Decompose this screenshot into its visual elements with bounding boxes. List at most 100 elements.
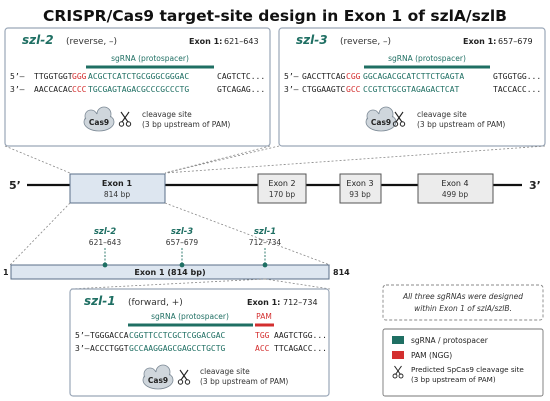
zoom-connectors (9, 202, 331, 266)
exon-2-box (257, 173, 307, 204)
szl-2-top-prefix: 5’– (10, 72, 25, 81)
szl-1-top-flank-right: AAGTCTGG... (274, 331, 327, 340)
szl-2-cas9-cloud: Cas9 (83, 106, 115, 132)
szl-3-name: szl-3 (296, 33, 328, 47)
szl-3-orientation: (reverse, –) (340, 37, 391, 47)
szl-1-range: 712–734 (283, 298, 318, 307)
panel-szl-3-frame (278, 27, 546, 147)
szl-1-orientation: (forward, +) (128, 298, 183, 308)
note-box: All three sgRNAs were designed within Ex… (382, 284, 544, 321)
szl-2-bottom-pam: CCC (72, 85, 87, 94)
site-szl-2-range: 621–643 (89, 238, 122, 247)
legend-sgrna-swatch (392, 336, 404, 344)
szl-1-bottom-prefix: 3’– (75, 344, 90, 353)
legend-pam-swatch (392, 351, 404, 359)
exon-1-zoom-bar (10, 264, 330, 280)
szl-1-cas9-cloud: Cas9 (142, 364, 174, 390)
szl-1-bottom-flank-right: TTCAGACC... (274, 344, 327, 353)
exon-2-name: Exon 2 (268, 179, 295, 188)
legend-sgrna-label: sgRNA / protospacer (411, 336, 489, 345)
szl-3-range: 657–679 (498, 37, 533, 46)
site-szl-1-range: 712–734 (249, 238, 282, 247)
szl-3-exon-label: Exon 1: (463, 37, 496, 46)
legend-frame (382, 328, 544, 397)
szl-2-sgrna-label: sgRNA (protospacer) (111, 54, 189, 63)
szl-2-cleavage-note: (3 bp upstream of PAM) (142, 120, 230, 129)
exon-1-zoom: 1 814 Exon 1 (814 bp) szl-2 621–643 szl-… (3, 227, 350, 280)
szl-2-top-protospacer: ACGCTCATCTGCGGGCGGGAC (88, 72, 189, 81)
szl-1-pam-label: PAM (256, 312, 272, 321)
szl-3-cleavage-label: cleavage site (417, 110, 467, 119)
note-frame (382, 284, 544, 321)
site-szl-2-marker (102, 262, 108, 268)
szl-2-top-pam: GGG (72, 72, 87, 81)
szl-1-top-flank-left: TGGGACCA (90, 331, 129, 340)
exon-3-box (339, 173, 382, 204)
szl-2-top-flank-right: CAGTCTC... (217, 72, 265, 81)
szl-1-bottom-flank-left: ACCCTGGT (90, 344, 129, 353)
szl-2-scissors-icon (118, 111, 132, 127)
site-szl-3-range: 657–679 (166, 238, 199, 247)
exon-3-size: 93 bp (349, 190, 371, 199)
szl-3-top-protospacer: GGCAGACGCATCTTCTGAGTA (363, 72, 464, 81)
szl-2-bottom-flank-right: GTCAGAG... (217, 85, 265, 94)
szl-3-bottom-pam: GCC (346, 85, 361, 94)
szl-1-top-prefix: 5’– (75, 331, 90, 340)
exon-4-name: Exon 4 (441, 179, 468, 188)
szl-3-cas9-cloud: Cas9 (365, 106, 397, 132)
panel-connectors (4, 145, 546, 174)
szl-2-orientation: (reverse, –) (66, 37, 117, 47)
szl-3-top-pam: CGG (346, 72, 361, 81)
exon-1-zoom-label: Exon 1 (814 bp) (134, 268, 205, 277)
panel-szl-2: szl-2 (reverse, –) Exon 1: 621–643 sgRNA… (4, 27, 271, 147)
szl-1-cas9-label: Cas9 (148, 376, 168, 385)
gene-3prime-label: 3’ (529, 179, 541, 192)
szl-2-cleavage-label: cleavage site (142, 110, 192, 119)
zoom-end-label: 814 (333, 268, 350, 277)
szl-1-cleavage-note: (3 bp upstream of PAM) (200, 377, 288, 386)
szl-3-bottom-flank-right: TACCACC... (493, 85, 541, 94)
panel-szl-1: szl-1 (forward, +) Exon 1: 712–734 sgRNA… (69, 288, 330, 397)
legend-pam-label: PAM (NGG) (411, 351, 452, 360)
zoom-start-label: 1 (3, 268, 9, 277)
szl-1-name: szl-1 (84, 294, 116, 308)
exon-1-size: 814 bp (104, 190, 130, 199)
site-szl-2-name: szl-2 (94, 227, 116, 237)
szl-1-scissors-icon (177, 369, 191, 385)
panel-szl-3: szl-3 (reverse, –) Exon 1: 657–679 sgRNA… (278, 27, 546, 147)
site-szl-1-name: szl-1 (254, 227, 276, 237)
exon-4-box (417, 173, 494, 204)
szl-2-name: szl-2 (22, 33, 54, 47)
gene-model: 5’ 3’ Exon 1 814 bp Exon 2 170 bp Exon 3… (9, 173, 541, 204)
szl-3-sgrna-label: sgRNA (protospacer) (388, 54, 466, 63)
note-line-2: within Exon 1 of szlA/szlB. (414, 304, 512, 313)
diagram-title: CRISPR/Cas9 target-site design in Exon 1… (43, 7, 507, 25)
exon-2-size: 170 bp (269, 190, 295, 199)
szl-3-cas9-label: Cas9 (371, 118, 391, 127)
szl-2-cas9-label: Cas9 (89, 118, 109, 127)
szl-3-scissors-icon (392, 111, 406, 127)
szl-2-bottom-flank-left: AACCACAC (34, 85, 73, 94)
szl-3-top-prefix: 5’– (284, 72, 299, 81)
szl-3-bottom-prefix: 3’– (284, 85, 299, 94)
szl-2-top-flank-left: TTGGTGGT (34, 72, 73, 81)
gene-5prime-label: 5’ (9, 179, 21, 192)
site-szl-3-marker (179, 262, 185, 268)
szl-1-top-protospacer: CGGTTCCTCGCTCGGACGAC (129, 331, 226, 340)
exon-1-name: Exon 1 (102, 179, 133, 188)
szl-3-cleavage-note: (3 bp upstream of PAM) (417, 120, 505, 129)
legend: sgRNA / protospacer PAM (NGG) Predicted … (382, 328, 544, 397)
exon-3-name: Exon 3 (346, 179, 373, 188)
szl-2-exon-label: Exon 1: (189, 37, 222, 46)
legend-cleavage-label: Predicted SpCas9 cleavage site (411, 365, 524, 374)
szl-1-cleavage-label: cleavage site (200, 367, 250, 376)
exon-4-size: 499 bp (442, 190, 468, 199)
szl-1-bottom-protospacer: GCCAAGGAGCGAGCCTGCTG (129, 344, 226, 353)
